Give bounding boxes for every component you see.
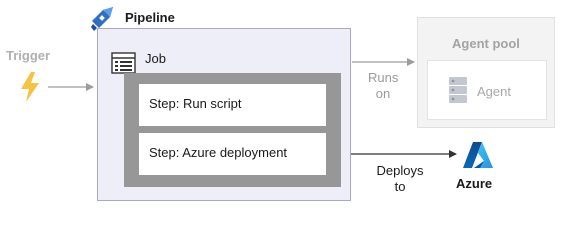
agent-pool-title: Agent pool (452, 36, 520, 51)
azure-logo-icon (463, 142, 493, 168)
step-run-script: Step: Run script (139, 84, 326, 126)
azure-label: Azure (456, 176, 493, 191)
deploys-to-label: Deploys to (376, 163, 424, 194)
job-label: Job (145, 51, 166, 66)
trigger-label: Trigger (6, 48, 51, 63)
agent-label: Agent (477, 84, 511, 99)
step-azure-deployment: Step: Azure deployment (139, 133, 326, 175)
pipeline-title: Pipeline (125, 10, 175, 25)
server-icon (449, 77, 467, 103)
lightning-bolt-icon (21, 72, 39, 102)
agent-container (427, 60, 547, 120)
job-window-icon (111, 52, 136, 74)
azure-pipelines-icon (91, 7, 113, 31)
runs-on-label: Runs on (368, 70, 399, 101)
